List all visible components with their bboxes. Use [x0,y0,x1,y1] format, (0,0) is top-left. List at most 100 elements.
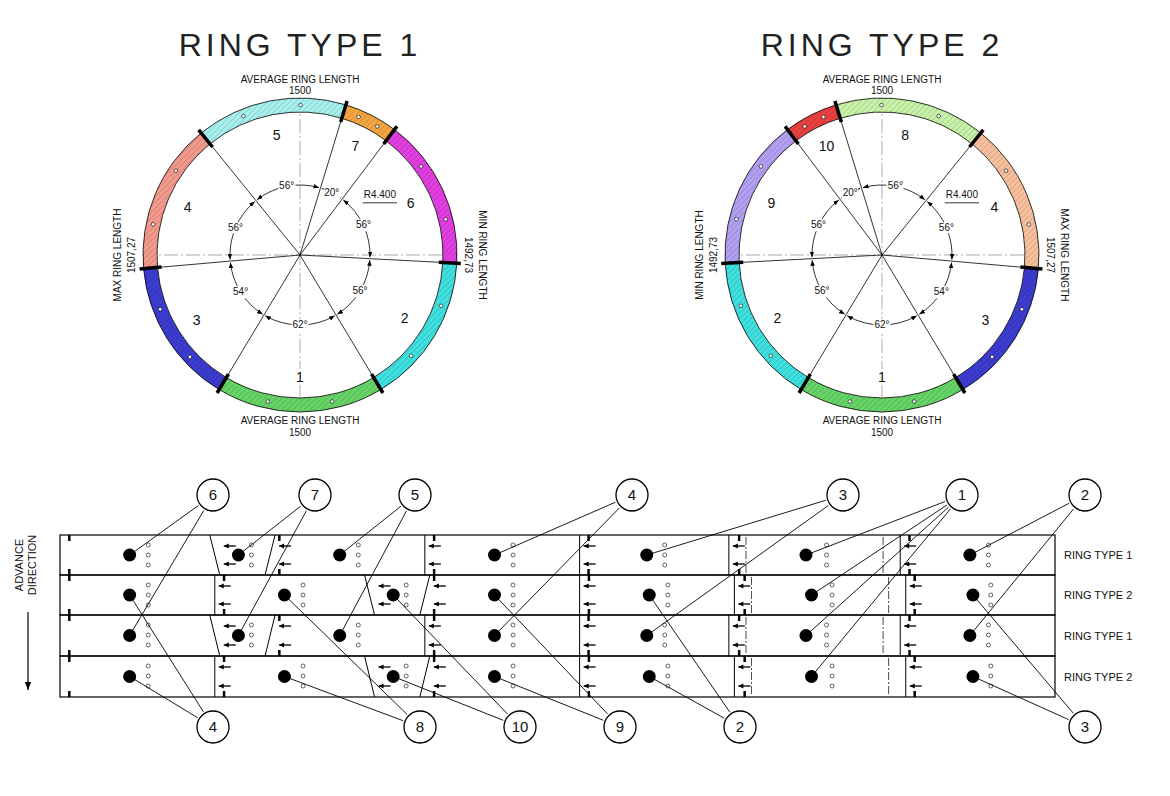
row-label: RING TYPE 2 [1064,670,1132,683]
bolt-hole [880,103,884,107]
small-hole [301,664,305,668]
angle-dimension: 54° [232,286,249,298]
small-hole [146,664,150,668]
small-hole [404,603,408,607]
edge-tick [223,575,226,581]
bolt-hole [803,125,807,129]
connector-bolt [434,584,439,589]
callout-ring [197,479,229,511]
connector-bolt [379,602,384,607]
joint-line [300,255,374,378]
callout-circle: 9 [603,710,637,744]
angle-arc [230,263,262,315]
ring-segment [788,105,841,141]
leader-line [499,502,615,553]
connector-bolt [904,643,909,648]
segment-joint [900,615,901,656]
grout-hole [387,670,400,683]
segment-joint [365,575,375,615]
callout-circle: 4 [615,478,649,512]
segment-joint [265,615,275,656]
segment-number: 3 [192,312,202,328]
angle-dimension: 56° [887,181,904,193]
small-hole [301,674,305,678]
segment-joint [210,535,220,575]
connector-bolt [584,684,589,689]
leader-line [810,507,949,632]
angle-arc [812,260,845,314]
angle-dimension: 56° [813,285,830,297]
joint-tick [785,126,798,144]
ring-row [60,575,1055,615]
connector-bolt [429,624,434,629]
leader-line [289,678,403,720]
leader-line [977,679,1068,720]
small-hole [356,643,360,647]
leader-line [132,599,203,712]
angle-dimension: 56° [351,285,368,297]
segment-hatch [374,262,457,389]
callout-circle: 7 [298,478,332,512]
small-hole [825,633,829,637]
small-hole [825,623,829,627]
grout-hole [643,670,656,683]
leader-line [242,506,300,552]
small-hole [511,623,515,627]
small-hole [146,583,150,587]
edge-tick [738,650,741,656]
leader-line [288,598,407,714]
small-hole [511,583,515,587]
small-hole [666,664,670,668]
callout-ring [604,711,636,743]
segment-joint [210,615,220,656]
dimension-caption: MIN RING LENGTH [694,210,706,299]
callout-circle: 8 [403,710,437,744]
angle-arc [337,260,370,314]
edge-tick [433,656,436,662]
callout-number: 9 [616,719,624,736]
segment-joint [734,575,735,615]
callout-ring [399,479,431,511]
edge-tick [743,609,746,615]
segment-joint [734,656,735,697]
callout-ring [299,479,331,511]
connector-bolt [733,624,738,629]
connector-bolt [733,562,738,567]
grout-hole [232,549,245,562]
leader-line [811,501,946,553]
callout-ring [946,479,978,511]
callout-ring [724,711,756,743]
segment-number: 1 [295,369,305,385]
edge-tick [68,691,71,697]
dimension-value: 1500 [871,85,893,97]
ring-segment [144,267,227,389]
connector-bolt [910,584,915,589]
small-hole [146,674,150,678]
bolt-hole [158,307,162,311]
grout-hole [333,549,346,562]
angle-dimension: 20° [842,187,859,199]
leader-line [654,679,725,718]
joint-tick [439,262,461,263]
small-hole [511,553,515,557]
grout-hole [805,670,818,683]
connector-bolt [738,665,743,670]
small-hole [663,553,667,557]
small-hole [666,674,670,678]
dimension-value: 1507,27 [126,237,138,273]
leader-line [134,679,198,718]
callout-ring [1069,479,1101,511]
bolt-hole [848,400,852,404]
small-hole [356,543,360,547]
angle-dimension: 56° [227,222,244,234]
joint-line [882,255,1024,267]
callout-circle: 10 [503,710,537,744]
small-hole [146,563,150,567]
segment-number: 5 [272,127,282,143]
bolt-hole [822,115,826,119]
angle-arc [919,263,951,315]
connector-bolt [434,684,439,689]
segment-number: 1 [877,369,887,385]
small-hole [301,684,305,688]
connector-bolt [738,584,743,589]
